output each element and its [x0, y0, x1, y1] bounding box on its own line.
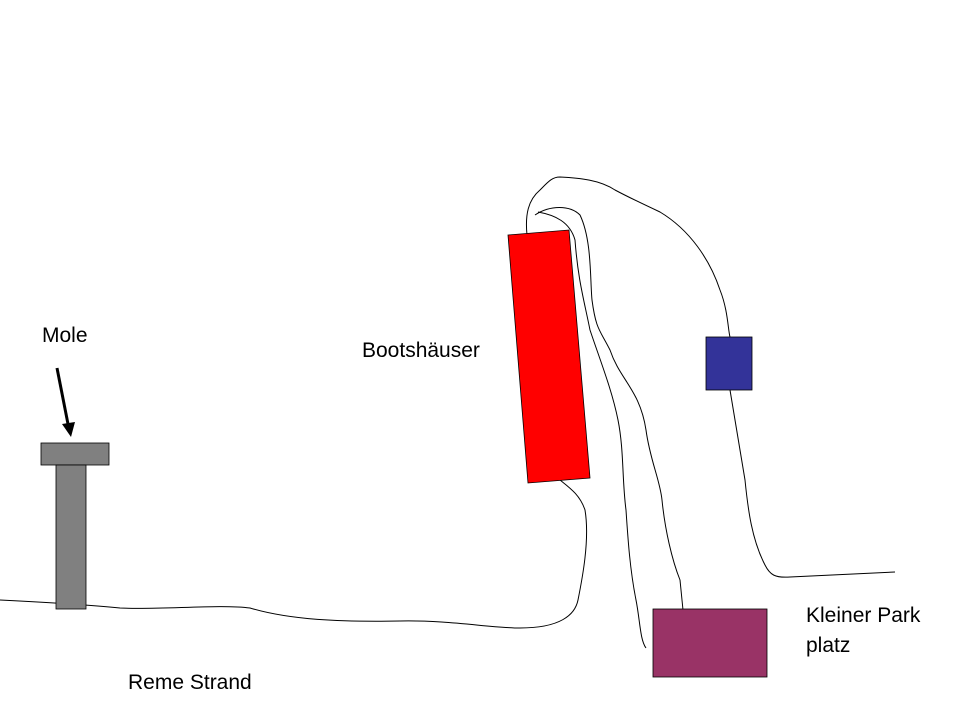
- mole-label: Mole: [42, 324, 88, 347]
- parking-label-line2: platz: [806, 634, 851, 657]
- path-line-left: [537, 211, 647, 649]
- boathouses-building: [507, 229, 591, 484]
- beach-label: Reme Strand: [128, 671, 252, 694]
- path-line-inner: [534, 207, 684, 611]
- path-line-outer: [525, 176, 896, 578]
- parking-label-line1: Kleiner Park: [806, 604, 921, 627]
- arrow-head-icon: [62, 422, 75, 437]
- mole-pier: [55, 464, 87, 610]
- mole-arrow: [55, 367, 70, 425]
- blue-building: [705, 336, 753, 391]
- boathouses-label: Bootshäuser: [362, 339, 480, 362]
- shoreline: [0, 479, 588, 629]
- parking-lot: [652, 608, 768, 678]
- mole-head: [40, 442, 110, 466]
